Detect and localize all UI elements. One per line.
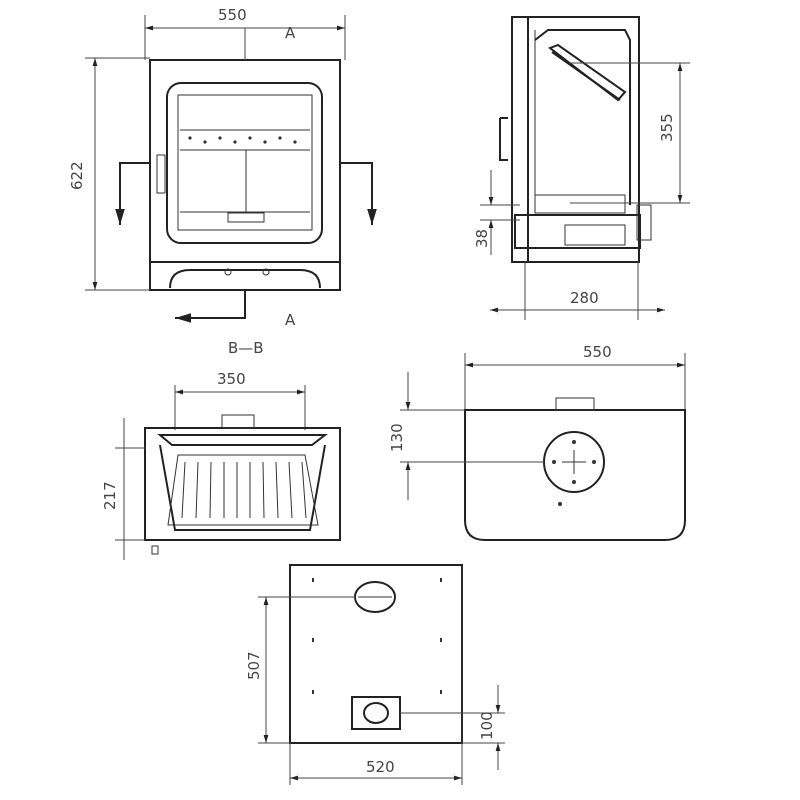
top-view: 550 130 (388, 343, 686, 541)
top-width-dim: 550 (583, 343, 612, 361)
front-width-dim: 550 (218, 6, 247, 24)
base-width-dim: 520 (366, 758, 395, 776)
side-base-height-dim: 38 (473, 229, 491, 248)
section-title: B—B (228, 339, 264, 357)
front-view: 550 A 622 A (68, 6, 377, 329)
section-view: B—B 350 217 (101, 339, 341, 560)
top-flue-offset-dim: 130 (388, 423, 406, 452)
side-depth-dim: 280 (570, 289, 599, 307)
base-view: 507 100 520 (245, 564, 505, 785)
side-flue-height-dim: 355 (658, 113, 676, 142)
section-width-dim: 350 (217, 370, 246, 388)
front-height-dim: 622 (68, 161, 86, 190)
side-view: 355 38 280 (473, 16, 690, 320)
section-mark-top: A (285, 24, 296, 42)
base-rear-offset-dim: 100 (478, 711, 496, 740)
base-depth-dim: 507 (245, 651, 263, 680)
section-height-dim: 217 (101, 481, 119, 510)
section-mark-bottom: A (285, 311, 296, 329)
